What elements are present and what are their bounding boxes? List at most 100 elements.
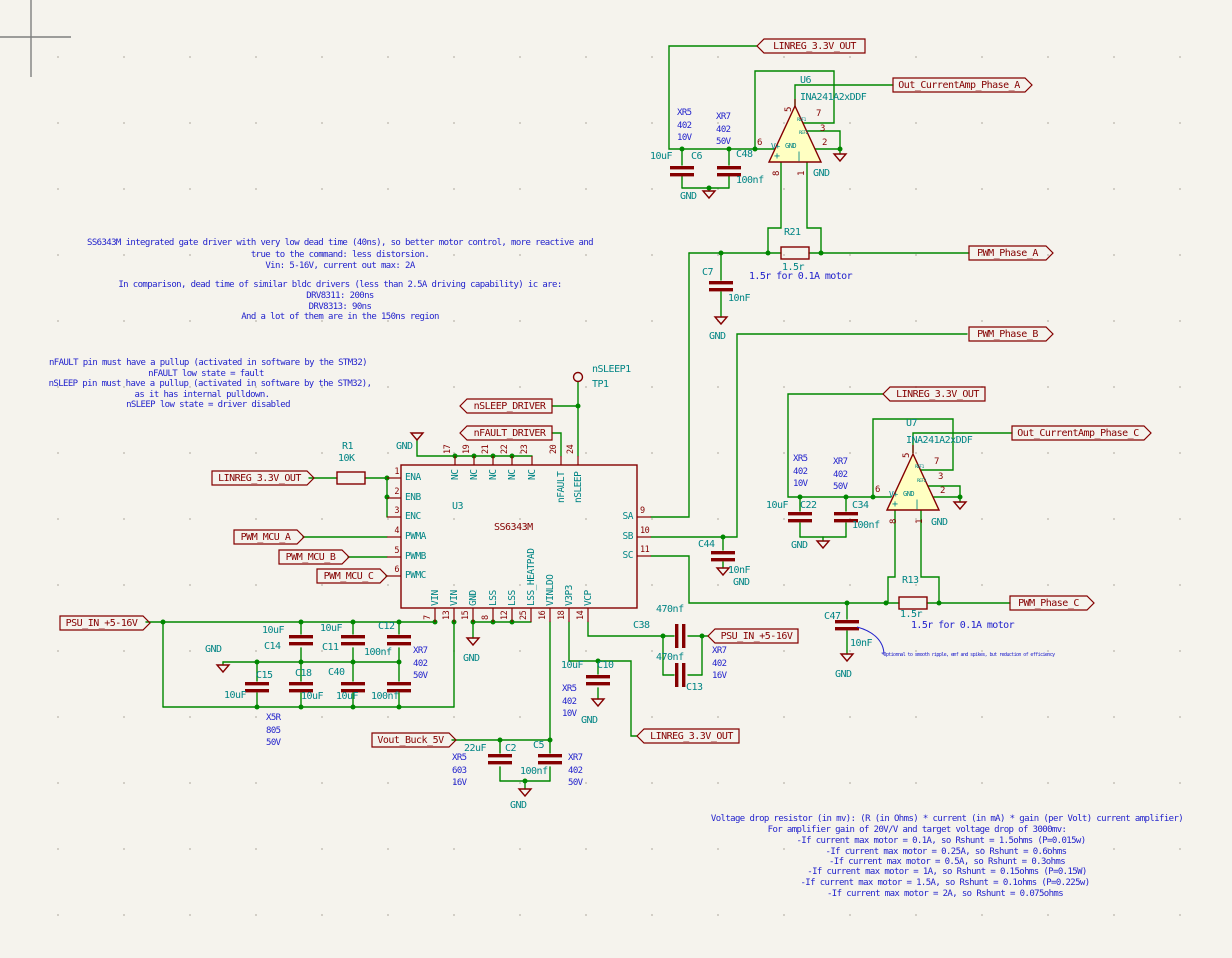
c47-value[interactable]: 10nF <box>850 638 873 649</box>
wire[interactable] <box>927 485 961 498</box>
wire[interactable] <box>754 70 835 150</box>
gnd-c7-label[interactable]: GND <box>709 331 726 342</box>
c7-value[interactable]: 10nF <box>728 293 751 304</box>
u3-pin-num-3[interactable]: 3 <box>394 506 399 516</box>
u7-value[interactable]: INA241A2xDDF <box>906 435 973 446</box>
u3-pin-name-VIN-0[interactable]: VIN <box>430 590 441 606</box>
c5-ref[interactable]: C5 <box>533 740 545 751</box>
hier-label-PWM_Phase_C[interactable]: PWM_Phase_C <box>1018 598 1079 609</box>
u3-pin-num-1[interactable]: 1 <box>394 467 399 477</box>
u6-ref2[interactable]: REF2 <box>799 131 808 136</box>
u3-pin-num-15[interactable]: 15 <box>461 610 471 620</box>
u3-pin-name-LSS_HEATPAD-5[interactable]: LSS_HEATPAD <box>526 548 537 606</box>
hier-label-shape-PWM_MCU_A[interactable] <box>233 529 305 545</box>
c34-ref[interactable]: C34 <box>852 500 869 511</box>
c22-ref[interactable]: C22 <box>800 500 817 511</box>
u3-pin-num-16[interactable]: 16 <box>538 610 548 620</box>
c11-ref[interactable]: C11 <box>322 642 339 653</box>
hier-label-shape-PSU_IN_+5-16V[interactable] <box>59 615 151 631</box>
capacitor-symbol[interactable] <box>289 635 313 646</box>
gnd-symbol[interactable] <box>409 432 425 442</box>
u3-pin-name-ENB[interactable]: ENB <box>405 492 421 503</box>
c10-ref[interactable]: C10 <box>597 660 614 671</box>
c7-ref[interactable]: C7 <box>702 267 714 278</box>
c14-ref[interactable]: C14 <box>264 641 281 652</box>
u3-pin-name-NC-3[interactable]: NC <box>507 469 518 480</box>
u3-pin-name-ENA[interactable]: ENA <box>405 472 421 483</box>
hier-label-shape-PWM_Phase_A[interactable] <box>968 245 1054 261</box>
hier-label-Out_CurrentAmp_Phase_A[interactable]: Out_CurrentAmp_Phase_A <box>898 80 1020 91</box>
wire[interactable] <box>787 393 892 498</box>
u3-pin-num-21[interactable]: 21 <box>481 444 491 454</box>
gnd-symbol[interactable] <box>832 153 848 163</box>
r21-ref[interactable]: R21 <box>784 227 801 238</box>
gnd-c47-label[interactable]: GND <box>835 669 852 680</box>
hier-label-shape-nFAULT_DRIVER[interactable] <box>459 425 553 441</box>
hier-label-LINREG_3.3V_OUT[interactable]: LINREG_3.3V_OUT <box>218 473 301 484</box>
gnd-symbol[interactable] <box>465 637 481 647</box>
c41-value[interactable]: 100nf <box>371 691 399 702</box>
u3-pin-name-VIN-1[interactable]: VIN <box>449 590 460 606</box>
c14-value[interactable]: 10uF <box>262 625 285 636</box>
r13-value[interactable]: 1.5r <box>900 609 923 620</box>
c47-note[interactable]: *Optionnal to smooth ripple, emf and spi… <box>881 652 1055 658</box>
note1-line5[interactable]: DRV8311: 200ns <box>306 291 374 301</box>
note3-line2[interactable]: For amplifier gain of 20V/V and target v… <box>767 825 1067 835</box>
u6-vplus[interactable]: V+ <box>771 142 780 151</box>
ic-body-u3[interactable] <box>400 464 638 609</box>
gnd-c22-label[interactable]: GND <box>791 540 808 551</box>
hier-label-shape-Out_CurrentAmp_Phase_C[interactable] <box>1011 425 1152 441</box>
hier-label-shape-PWM_Phase_C[interactable] <box>1009 595 1095 611</box>
u3-pin-num-17[interactable]: 17 <box>443 444 453 454</box>
hier-label-nFAULT_DRIVER[interactable]: nFAULT_DRIVER <box>473 428 546 439</box>
u3-pin-name-nSLEEP-6[interactable]: nSLEEP <box>573 471 584 503</box>
hier-label-shape-PSU_IN_+5-16V[interactable] <box>707 628 799 644</box>
wire[interactable] <box>887 509 896 604</box>
capacitor-symbol[interactable] <box>670 166 694 177</box>
testpoint-symbol[interactable] <box>572 371 584 383</box>
hier-label-PWM_Phase_A[interactable]: PWM_Phase_A <box>977 248 1038 259</box>
c2-spec[interactable]: XR5 603 16V <box>452 753 467 789</box>
wire[interactable] <box>806 161 822 254</box>
u3-pin-num-25[interactable]: 25 <box>519 610 529 620</box>
u3-pin-num-12[interactable]: 12 <box>500 610 510 620</box>
u3-pin-name-ENC[interactable]: ENC <box>405 511 421 522</box>
u3-pin-num-14[interactable]: 14 <box>576 610 586 620</box>
u3-pin-name-PWMB[interactable]: PWMB <box>405 551 426 562</box>
u6-pin5-num[interactable]: 5 <box>784 107 794 112</box>
c34-value[interactable]: 100nf <box>852 520 880 531</box>
r21-value[interactable]: 1.5r <box>782 262 805 273</box>
u6-pin7-num[interactable]: 7 <box>816 109 821 119</box>
gnd-symbol[interactable] <box>815 540 831 550</box>
u3-pin-name-V3P3-7[interactable]: V3P3 <box>564 585 575 606</box>
u3-pin-num-7[interactable]: 7 <box>423 615 433 620</box>
u3-pin-name-PWMC[interactable]: PWMC <box>405 570 426 581</box>
hier-label-shape-PWM_MCU_C[interactable] <box>316 568 388 584</box>
capacitor-symbol[interactable] <box>788 512 812 523</box>
hier-label-PWM_MCU_B[interactable]: PWM_MCU_B <box>285 552 336 563</box>
tp1-net[interactable]: nSLEEP1 <box>592 364 631 375</box>
c38-spec[interactable]: XR7 402 16V <box>712 646 727 682</box>
note3-line3[interactable]: -If current max motor = 0.1A, so Rshunt … <box>796 836 1086 846</box>
wire[interactable] <box>551 432 562 457</box>
hier-label-shape-Vout_Buck_5V[interactable] <box>371 732 457 748</box>
u7-pin7-num[interactable]: 7 <box>934 457 939 467</box>
hier-label-LINREG_3.3V_OUT[interactable]: LINREG_3.3V_OUT <box>650 731 733 742</box>
hier-label-LINREG_3.3V_OUT[interactable]: LINREG_3.3V_OUT <box>773 41 856 52</box>
note3-line7[interactable]: -If current max motor = 1.5A, so Rshunt … <box>800 878 1090 888</box>
u3-pin-num-19[interactable]: 19 <box>462 444 472 454</box>
c13-ref[interactable]: C13 <box>686 682 703 693</box>
c13-value[interactable]: 470nf <box>656 652 684 663</box>
hier-label-PWM_Phase_B[interactable]: PWM_Phase_B <box>977 329 1038 340</box>
c48-value[interactable]: 100nf <box>736 175 764 186</box>
u3-pin-num-11[interactable]: 11 <box>640 545 650 555</box>
c6-value[interactable]: 10uF <box>650 151 673 162</box>
u3-pin-name-LSS-4[interactable]: LSS <box>507 590 518 606</box>
u6-plus[interactable]: + <box>774 151 780 162</box>
hier-label-LINREG_3.3V_OUT[interactable]: LINREG_3.3V_OUT <box>896 389 979 400</box>
capacitor-symbol[interactable] <box>289 682 313 693</box>
u3-pin-name-NC-2[interactable]: NC <box>488 469 499 480</box>
u3-pin-num-4[interactable]: 4 <box>394 526 399 536</box>
u7-ref2[interactable]: REF2 <box>917 479 926 484</box>
